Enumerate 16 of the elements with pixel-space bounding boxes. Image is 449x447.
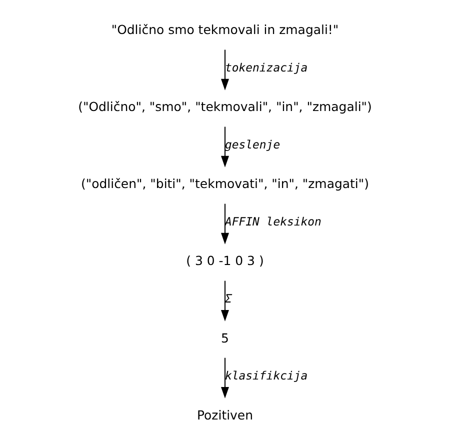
arrow: [220, 50, 229, 90]
arrow: [220, 358, 229, 398]
node-text: ( 3 0 -1 0 3 ): [186, 253, 264, 268]
edge-label: tokenizacija: [224, 60, 308, 74]
node-text: Pozitiven: [196, 407, 253, 422]
arrow: [220, 280, 229, 322]
node-text: "Odlično smo tekmovali in zmagali!": [110, 22, 338, 38]
node-text: 5: [220, 330, 228, 346]
edge-label: AFFIN leksikon: [224, 214, 321, 228]
edge-label: geslenje: [224, 137, 280, 152]
arrow: [220, 126, 229, 168]
edge-label: Σ: [224, 291, 232, 306]
arrow: [220, 204, 229, 244]
node-text: ("Odlično", "smo", "tekmovali", "in", "zmagali"): [78, 99, 372, 114]
node-text: ("odličen", "biti", "tekmovati", "in", "zmagati"): [80, 176, 368, 192]
edge-label: klasifikcija: [224, 368, 308, 382]
